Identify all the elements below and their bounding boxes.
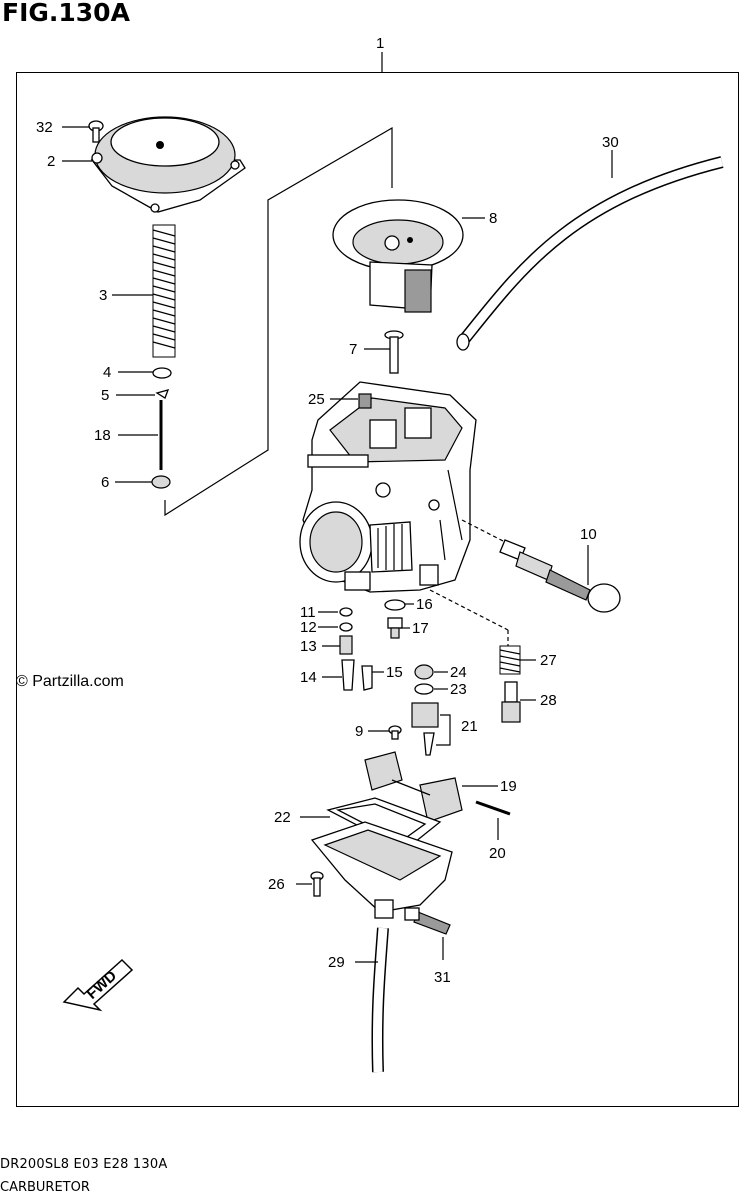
callout-15: 15 xyxy=(386,664,403,681)
callout-2: 2 xyxy=(47,153,55,170)
needle-valve xyxy=(411,702,439,756)
main-jet-24 xyxy=(414,664,434,680)
float-chamber xyxy=(310,821,453,919)
watermark: © Partzilla.com xyxy=(16,673,124,690)
screw-9 xyxy=(388,725,402,740)
callout-28: 28 xyxy=(540,692,557,709)
diaphragm-piston xyxy=(332,199,464,313)
callout-7: 7 xyxy=(349,341,357,358)
callout-31: 31 xyxy=(434,969,451,986)
footer-name: CARBURETOR xyxy=(0,1180,90,1195)
float-pin xyxy=(475,800,511,816)
callout-4: 4 xyxy=(103,364,111,381)
callout-32: 32 xyxy=(36,119,53,136)
callout-30: 30 xyxy=(602,134,619,151)
figure-title: FIG.130A xyxy=(2,0,130,27)
diagram-frame xyxy=(16,72,739,1107)
callout-24: 24 xyxy=(450,664,467,681)
needle-holder xyxy=(151,475,171,489)
carburetor-top-cover xyxy=(90,116,246,213)
callout-16: 16 xyxy=(416,596,433,613)
pilot-screw xyxy=(501,681,521,723)
drain-hose xyxy=(371,927,389,1073)
screw-17 xyxy=(387,617,403,639)
washer-small xyxy=(339,622,353,632)
drain-screw xyxy=(404,907,451,935)
callout-9: 9 xyxy=(355,723,363,740)
callout-17: 17 xyxy=(412,620,429,637)
vent-hose-end xyxy=(456,333,470,351)
callout-8: 8 xyxy=(489,210,497,227)
callout-25: 25 xyxy=(308,391,325,408)
callout-5: 5 xyxy=(101,387,109,404)
piston-spring xyxy=(152,224,176,358)
small-spring xyxy=(358,393,372,409)
cover-screw xyxy=(88,120,104,143)
starter-plunger xyxy=(461,519,621,613)
gasket-16 xyxy=(384,599,406,611)
needle-clip xyxy=(155,389,170,399)
footer-code: DR200SL8 E03 E28 130A xyxy=(0,1157,168,1172)
fwd-arrow-icon: FWD xyxy=(62,958,134,1012)
carburetor-body xyxy=(299,381,477,593)
callout-20: 20 xyxy=(489,845,506,862)
callout-6: 6 xyxy=(101,474,109,491)
callout-labels: 1 2 3 4 5 6 7 8 9 10 11 12 13 14 15 16 1… xyxy=(36,35,619,986)
pilot-jet xyxy=(339,635,353,655)
chamber-screw xyxy=(310,871,324,897)
callout-26: 26 xyxy=(268,876,285,893)
o-ring xyxy=(339,607,353,617)
callout-21: 21 xyxy=(461,718,478,735)
jet xyxy=(361,665,373,691)
callout-22: 22 xyxy=(274,809,291,826)
leader-lines xyxy=(62,126,613,963)
float xyxy=(364,751,463,823)
callout-19: 19 xyxy=(500,778,517,795)
callout-3: 3 xyxy=(99,287,107,304)
washer xyxy=(152,367,172,379)
callout-13: 13 xyxy=(300,638,317,655)
pilot-screw-spring xyxy=(499,645,521,675)
callout-14: 14 xyxy=(300,669,317,686)
callout-12: 12 xyxy=(300,619,317,636)
needle-jet xyxy=(341,659,355,691)
callout-23: 23 xyxy=(450,681,467,698)
callout-29: 29 xyxy=(328,954,345,971)
callout-18: 18 xyxy=(94,427,111,444)
callout-10: 10 xyxy=(580,526,597,543)
throttle-screw xyxy=(384,330,404,374)
callout-11: 11 xyxy=(300,604,316,621)
o-ring-23 xyxy=(414,683,434,695)
callout-27: 27 xyxy=(540,652,557,669)
callout-1: 1 xyxy=(376,35,384,52)
